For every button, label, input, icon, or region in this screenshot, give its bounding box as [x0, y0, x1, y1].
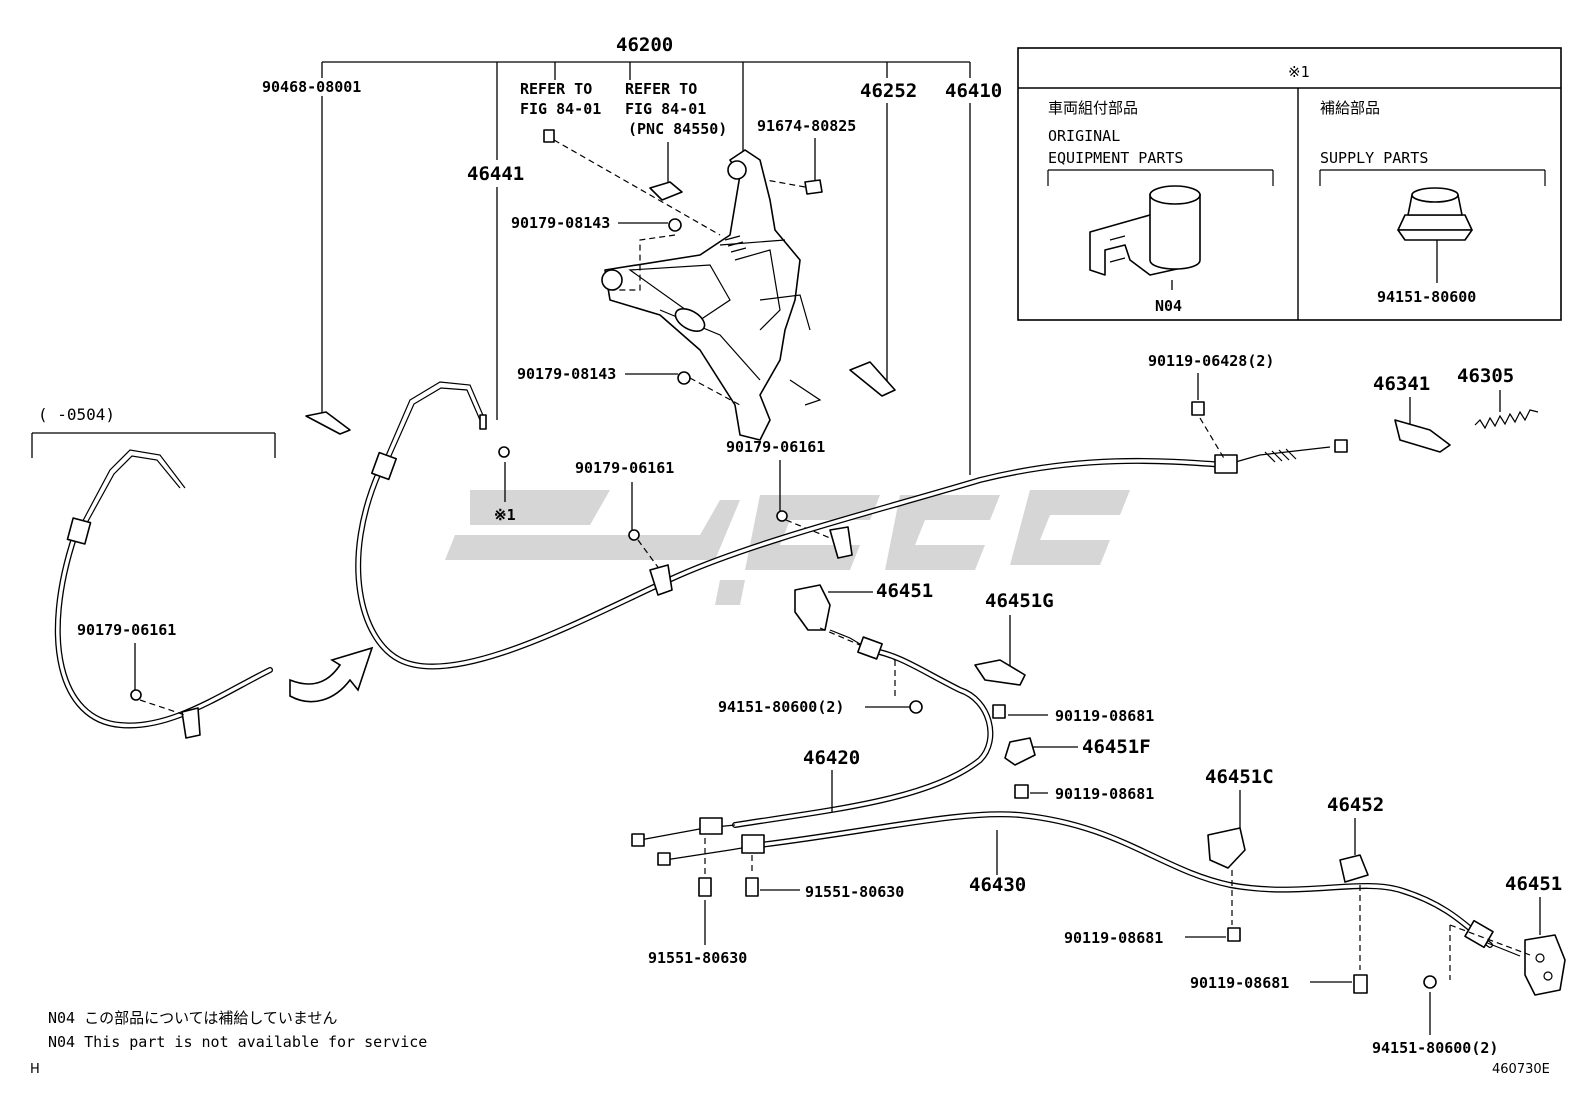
bolt-90119-08681-b — [1014, 784, 1029, 799]
refer-to-2-line2: FIG 84-01 — [625, 100, 706, 118]
cable-inset-0504 — [54, 449, 273, 739]
nut-94151-80600-lower — [1423, 975, 1437, 989]
label-90119-08681-a: 90119-08681 — [1055, 707, 1154, 725]
bracket-46451-upper — [794, 584, 831, 631]
refer-to-1-line1: REFER TO — [520, 80, 592, 98]
label-90119-08681-c: 90119-08681 — [1064, 929, 1163, 947]
label-90179-08143-lower: 90179-08143 — [517, 365, 616, 383]
label-range-0504: ( -0504) — [38, 405, 115, 424]
bolt-91551-80630-a — [698, 838, 712, 945]
label-90119-08681-b: 90119-08681 — [1055, 785, 1154, 803]
legend-box — [1017, 47, 1562, 321]
bolt-91674 — [804, 179, 823, 195]
refer-to-1-line2: FIG 84-01 — [520, 100, 601, 118]
label-46420: 46420 — [803, 747, 860, 769]
bolt-90119-08681-a — [992, 704, 1006, 719]
label-46451f: 46451F — [1082, 736, 1151, 758]
nut-90179-08143-lower — [677, 371, 691, 385]
original-part-n04-icon — [1089, 185, 1201, 276]
bolt-91551-80630-b — [745, 855, 800, 897]
legend-title: ※1 — [1288, 63, 1310, 81]
cable-46410 — [355, 381, 1348, 670]
label-46305: 46305 — [1457, 365, 1514, 387]
legend-original-en-1: ORIGINAL — [1048, 127, 1120, 145]
bracket-46451g — [974, 659, 1026, 686]
label-46430: 46430 — [969, 874, 1026, 896]
label-90179-06161-middle: 90179-06161 — [575, 459, 674, 477]
label-46252: 46252 — [860, 80, 917, 102]
switch-84550 — [649, 142, 683, 201]
pedal-assembly-46200 — [601, 149, 822, 441]
cable-46420 — [631, 629, 994, 847]
label-46410: 46410 — [945, 80, 1002, 102]
bracket-46451-lower — [1524, 934, 1566, 996]
part-46341 — [1394, 419, 1451, 453]
bracket-46451c — [1207, 827, 1246, 869]
label-46451-lower: 46451 — [1505, 873, 1562, 895]
supply-part-94151-icon — [1397, 187, 1473, 241]
nut-94151-80600-upper — [909, 700, 923, 714]
watermark-logo — [445, 490, 1130, 605]
bolt-90119-06428 — [1191, 401, 1205, 416]
label-91551-80630-a: 91551-80630 — [648, 949, 747, 967]
label-90179-08143-upper: 90179-08143 — [511, 214, 610, 232]
label-46451g: 46451G — [985, 590, 1054, 612]
nut-90179-06161-right — [776, 510, 788, 522]
label-46200: 46200 — [616, 34, 673, 56]
bolt-90119-08681-c — [1227, 927, 1241, 942]
label-90468-08001: 90468-08001 — [262, 78, 361, 96]
legend-supply-jp: 補給部品 — [1320, 99, 1380, 117]
label-46451c: 46451C — [1205, 766, 1274, 788]
nut-mark1 — [498, 446, 510, 458]
label-mark1-diagram: ※1 — [494, 506, 516, 524]
label-91674-80825: 91674-80825 — [757, 117, 856, 135]
nut-90179-06161-inset — [130, 689, 142, 701]
footnote-jp: N04 この部品については補給していません — [48, 1009, 337, 1027]
clip-90468 — [305, 411, 351, 435]
legend-original-jp: 車両組付部品 — [1048, 99, 1138, 117]
pedal-pad-46252 — [849, 361, 896, 397]
spring-46305 — [1474, 390, 1539, 430]
label-46452: 46452 — [1327, 794, 1384, 816]
bracket-46451f — [1004, 737, 1036, 766]
legend-original-code: N04 — [1155, 297, 1182, 315]
label-46441: 46441 — [467, 163, 524, 185]
cable-46430 — [657, 811, 1521, 957]
label-90179-06161-inset: 90179-06161 — [77, 621, 176, 639]
label-91551-80630-b: 91551-80630 — [805, 883, 904, 901]
legend-supply-code: 94151-80600 — [1377, 288, 1476, 306]
refer-to-2-line1: REFER TO — [625, 80, 697, 98]
footnote-en: N04 This part is not available for servi… — [48, 1033, 427, 1051]
nut-90179-08143-upper — [668, 218, 682, 232]
legend-supply-en: SUPPLY PARTS — [1320, 149, 1428, 167]
label-90119-06428: 90119-06428(2) — [1148, 352, 1274, 370]
corner-mark: H — [30, 1062, 40, 1077]
nut-90179-06161-middle — [628, 529, 640, 541]
bolt-refer-1 — [543, 129, 721, 236]
arrow-icon — [289, 646, 374, 703]
label-90179-06161-right: 90179-06161 — [726, 438, 825, 456]
label-46341: 46341 — [1373, 373, 1430, 395]
label-94151-80600-lower: 94151-80600(2) — [1372, 1039, 1498, 1057]
inset-bracket-0504 — [31, 432, 276, 458]
label-46451-upper: 46451 — [876, 580, 933, 602]
label-94151-80600-upper: 94151-80600(2) — [718, 698, 844, 716]
label-90119-08681-d: 90119-08681 — [1190, 974, 1289, 992]
figure-code: 460730E — [1492, 1062, 1550, 1077]
bolt-90119-08681-d — [1353, 974, 1368, 994]
refer-to-2-line3: (PNC 84550) — [628, 120, 727, 138]
clamp-46452 — [1339, 854, 1369, 883]
legend-original-en-2: EQUIPMENT PARTS — [1048, 149, 1183, 167]
